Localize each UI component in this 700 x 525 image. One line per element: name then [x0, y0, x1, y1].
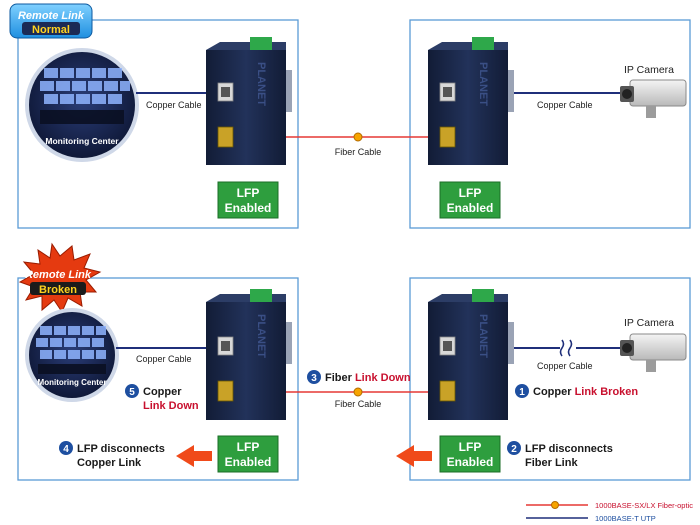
bottom-badge-line2: Broken [39, 284, 77, 296]
step-3-text-a: Fiber [325, 372, 355, 384]
step-1-number: 1 [519, 387, 525, 398]
top-left-lfp-label: LFP Enabled [217, 181, 279, 219]
top-right-lfp-label: LFP Enabled [439, 181, 501, 219]
bottom-left-media-converter: PLANET [206, 289, 292, 420]
legend-fiber-connector [551, 501, 559, 509]
top-right-lfp-line1: LFP [459, 186, 482, 200]
step-5-line2: Link Down [143, 400, 199, 412]
top-left-lfp-line2: Enabled [225, 201, 272, 215]
step-3-text-b: Link Down [355, 372, 411, 384]
bottom-left-lfp-label: LFP Enabled [217, 435, 279, 473]
top-camera-label: IP Camera [624, 64, 674, 76]
bottom-monitoring-label: Monitoring Center [38, 378, 107, 387]
top-left-copper-label: Copper Cable [146, 100, 202, 110]
step-4-number: 4 [63, 444, 69, 455]
bottom-left-lfp-line1: LFP [237, 440, 260, 454]
step-3-number: 3 [311, 373, 317, 384]
top-monitoring-center: Monitoring Center [25, 48, 139, 162]
top-fiber-connector [353, 132, 363, 142]
bottom-right-lfp-line1: LFP [459, 440, 482, 454]
step-2-number: 2 [511, 444, 517, 455]
bottom-left-copper-label: Copper Cable [136, 354, 192, 364]
top-badge-line2: Normal [32, 24, 70, 36]
bottom-copper-break-mark [559, 339, 573, 357]
bottom-monitoring-center: Monitoring Center [25, 308, 119, 402]
bottom-scenario: Remote Link Broken Monitoring Center Cop… [17, 242, 691, 481]
top-right-media-converter: PLANET [428, 37, 514, 165]
bottom-right-lfp-line2: Enabled [447, 455, 494, 469]
bottom-camera-label: IP Camera [624, 317, 674, 329]
step-2: 2 LFP disconnects Fiber Link [507, 441, 613, 469]
step-4-line1: LFP disconnects [77, 443, 165, 455]
top-ip-camera: IP Camera [620, 64, 687, 118]
top-monitoring-label: Monitoring Center [45, 136, 119, 146]
legend-utp-label: 1000BASE-T UTP [595, 514, 656, 523]
bottom-right-lfp-label: LFP Enabled [439, 435, 501, 473]
right-disconnect-arrow [396, 445, 432, 467]
bottom-right-copper-label: Copper Cable [537, 361, 593, 371]
step-2-line1: LFP disconnects [525, 443, 613, 455]
legend-fiber-label: 1000BASE-SX/LX Fiber-optic [595, 501, 693, 510]
bottom-badge-line1: Remote Link [25, 269, 92, 281]
top-right-lfp-line2: Enabled [447, 201, 494, 215]
top-left-lfp-line1: LFP [237, 186, 260, 200]
top-fiber-label: Fiber Cable [335, 147, 382, 157]
step-1-text: Copper Link Broken [533, 386, 638, 398]
step-3: 3 Fiber Link Down [307, 370, 411, 384]
bottom-fiber-connector [353, 387, 363, 397]
top-badge-line1: Remote Link [18, 10, 85, 22]
step-2-line2: Fiber Link [525, 457, 578, 469]
bottom-fiber-label: Fiber Cable [335, 399, 382, 409]
bottom-right-device-brand: PLANET [477, 314, 489, 358]
bottom-left-device-brand: PLANET [255, 314, 267, 358]
step-4: 4 LFP disconnects Copper Link [59, 441, 165, 469]
left-disconnect-arrow [176, 445, 212, 467]
step-4-line2: Copper Link [77, 457, 142, 469]
step-5-line1: Copper [143, 386, 182, 398]
step-5-number: 5 [129, 387, 135, 398]
legend: 1000BASE-SX/LX Fiber-optic 1000BASE-T UT… [526, 501, 693, 523]
top-scenario: Remote Link Normal Monitoring Center Cop… [9, 3, 691, 229]
top-status-badge: Remote Link Normal [9, 3, 93, 39]
bottom-status-badge: Remote Link Broken [18, 242, 102, 314]
bottom-ip-camera: IP Camera [620, 317, 687, 372]
top-left-media-converter: PLANET [206, 37, 292, 165]
bottom-right-media-converter: PLANET [428, 289, 514, 420]
step-3-text: Fiber Link Down [325, 372, 411, 384]
step-1: 1 Copper Link Broken [515, 384, 638, 398]
top-right-copper-label: Copper Cable [537, 100, 593, 110]
top-right-device-brand: PLANET [477, 62, 489, 106]
step-1-text-b: Link Broken [575, 386, 639, 398]
top-left-device-brand: PLANET [255, 62, 267, 106]
bottom-left-lfp-line2: Enabled [225, 455, 272, 469]
step-5: 5 Copper Link Down [125, 384, 199, 412]
step-1-text-a: Copper [533, 386, 575, 398]
